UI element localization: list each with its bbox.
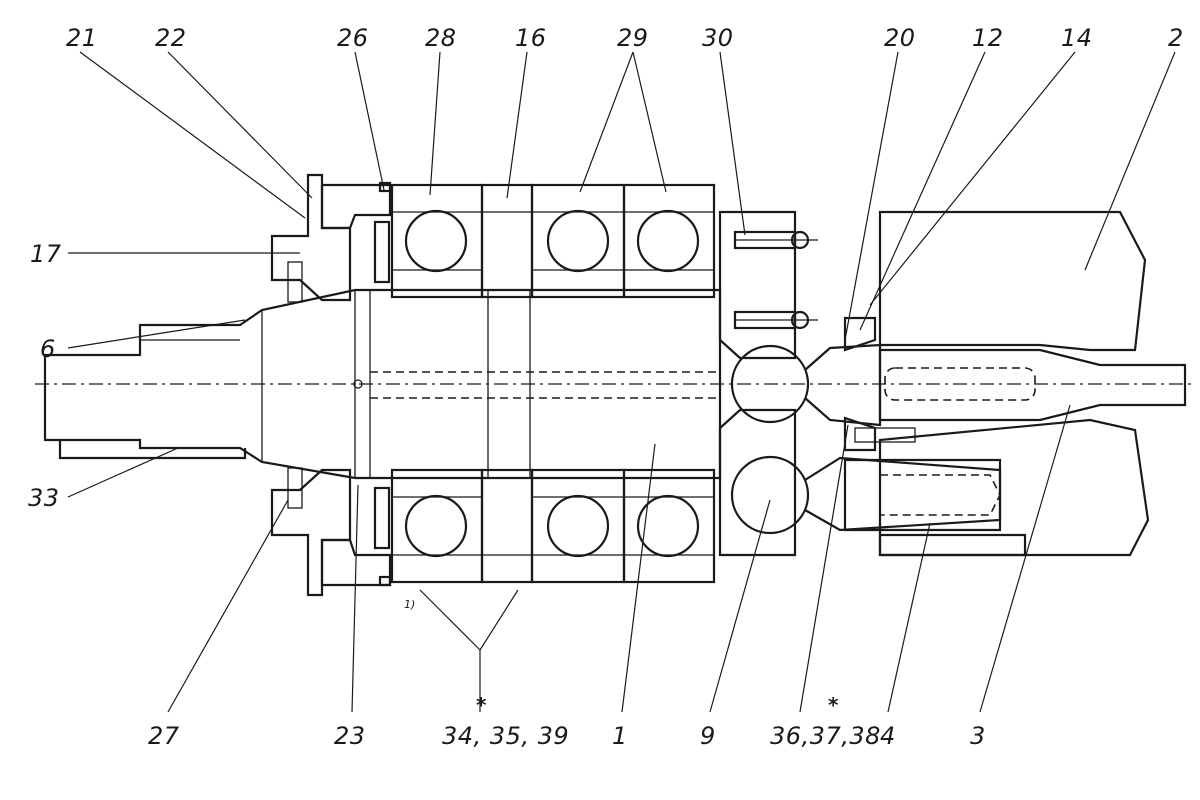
label-30: 30	[702, 24, 734, 52]
asterisk-mark-right: *	[828, 693, 839, 717]
main-shaft	[43, 288, 722, 480]
leader-lines	[67, 51, 1176, 713]
bearing-row-bottom	[390, 468, 716, 584]
label-29: 29	[617, 24, 649, 52]
seal-rings	[287, 181, 392, 587]
label-4: 4	[880, 722, 896, 750]
label-9: 9	[700, 722, 716, 750]
part-labels: 21 22 26 28 16 29 30 20 12 14 2 17 6 33 …	[28, 24, 1184, 750]
label-14: 14	[1061, 24, 1093, 52]
label-1: 1	[612, 722, 628, 750]
label-36-37-38: 36,37,38	[770, 722, 881, 750]
label-28: 28	[425, 24, 457, 52]
label-23: 23	[334, 722, 366, 750]
bearing-row-top	[390, 183, 716, 299]
spindle-tip	[878, 348, 1187, 422]
label-21: 21	[66, 24, 98, 52]
label-3: 3	[970, 722, 986, 750]
label-22: 22	[155, 24, 187, 52]
label-20: 20	[884, 24, 916, 52]
label-27: 27	[148, 722, 180, 750]
ball-joints	[730, 343, 1002, 535]
footnote-mark: 1)	[404, 598, 415, 611]
label-6: 6	[40, 335, 56, 363]
left-housing-flange	[270, 173, 392, 597]
label-12: 12	[972, 24, 1004, 52]
label-33: 33	[28, 484, 60, 512]
label-26: 26	[337, 24, 369, 52]
sleeve-bushing	[843, 458, 1027, 557]
label-34-35-39: 34, 35, 39	[442, 722, 569, 750]
bearing-cover-plate	[718, 210, 818, 557]
label-2: 2	[1168, 24, 1184, 52]
label-16: 16	[515, 24, 547, 52]
label-17: 17	[30, 240, 62, 268]
asterisk-mark-left: *	[476, 693, 487, 717]
